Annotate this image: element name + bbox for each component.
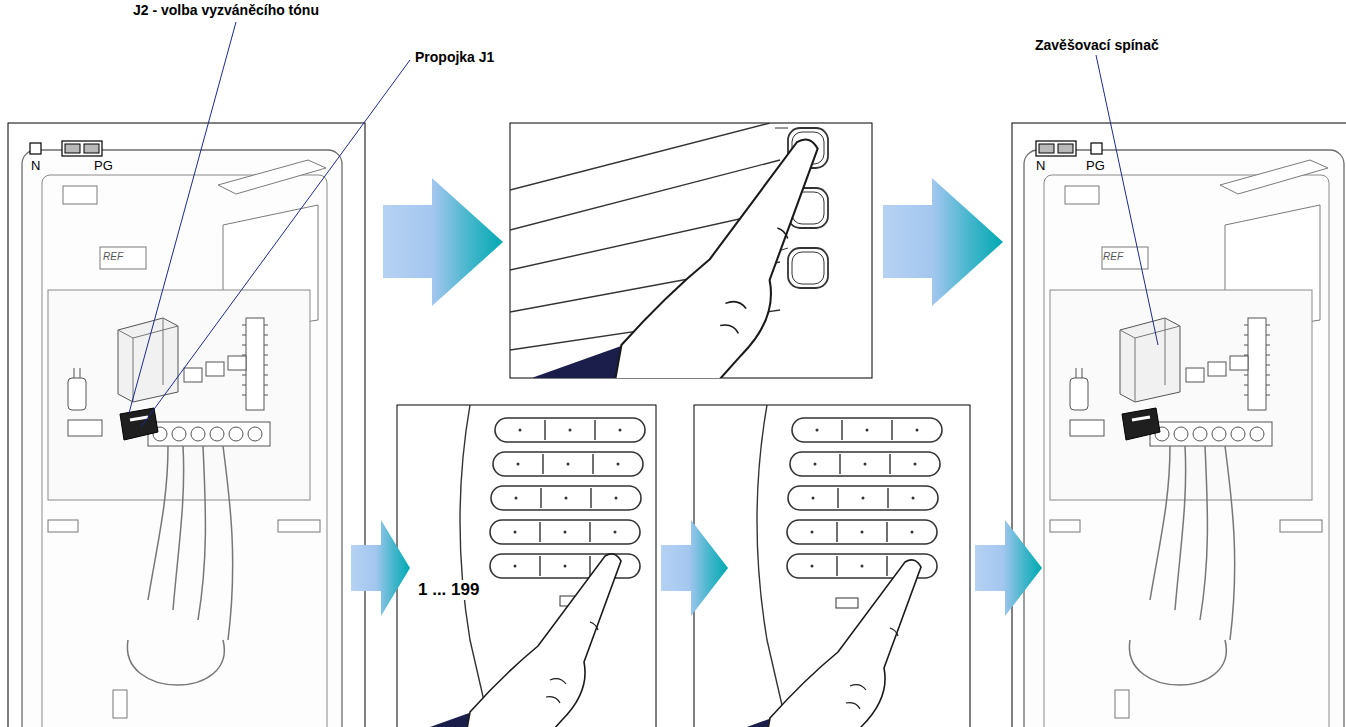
illustration-part [84, 144, 99, 153]
illustration-part [787, 520, 937, 544]
keypad [702, 405, 942, 727]
jumper-position: N [1036, 158, 1045, 174]
pointing-hand [702, 560, 921, 727]
illustration-part [493, 452, 643, 476]
jumper-indicator [1036, 141, 1102, 156]
flow-arrow [661, 520, 728, 616]
illustration-part [460, 405, 490, 727]
device-drawing [1024, 150, 1344, 727]
pointing-hand [402, 554, 621, 727]
illustration-part [790, 452, 940, 476]
device-drawing [22, 150, 342, 727]
illustration-part [1036, 141, 1076, 156]
device-right [1024, 150, 1344, 727]
illustration-part [1039, 144, 1054, 153]
illustration-part [62, 141, 102, 156]
illustration-part [788, 486, 938, 510]
callout-label: Propojka J1 [415, 49, 494, 66]
keypad [402, 405, 645, 727]
illustration-part [491, 486, 641, 510]
illustration-part [788, 248, 828, 288]
illustration-part [1091, 143, 1102, 154]
leader-line [129, 22, 236, 413]
device-left [22, 150, 342, 727]
illustration-part [836, 598, 858, 608]
reference-mark: REF [1103, 251, 1123, 263]
call-buttons [510, 123, 828, 378]
illustration-part [757, 405, 787, 727]
leader-line [141, 60, 410, 427]
jumper-position: PG [1086, 158, 1105, 174]
reference-mark: REF [103, 251, 123, 263]
pointing-hand [533, 139, 818, 378]
leader-line [1096, 55, 1158, 345]
code-range: 1 ... 199 [416, 580, 481, 600]
jumper-position: N [31, 158, 40, 174]
illustration-part [65, 144, 80, 153]
flow-arrow [883, 178, 1003, 306]
illustration-part [1058, 144, 1073, 153]
flow-arrow [975, 520, 1042, 616]
illustration-part [792, 252, 824, 284]
callout-label: Zavěšovací spínač [1035, 37, 1159, 54]
jumper-indicator [30, 141, 102, 156]
illustration-part [792, 418, 942, 442]
illustration-part [490, 520, 640, 544]
flow-arrow [351, 520, 410, 616]
jumper-position: PG [94, 158, 113, 174]
illustration-part [30, 143, 41, 154]
callout-label: J2 - volba vyzváněcího tónu [133, 2, 319, 19]
flow-arrow [383, 178, 503, 306]
illustration-part [495, 418, 645, 442]
